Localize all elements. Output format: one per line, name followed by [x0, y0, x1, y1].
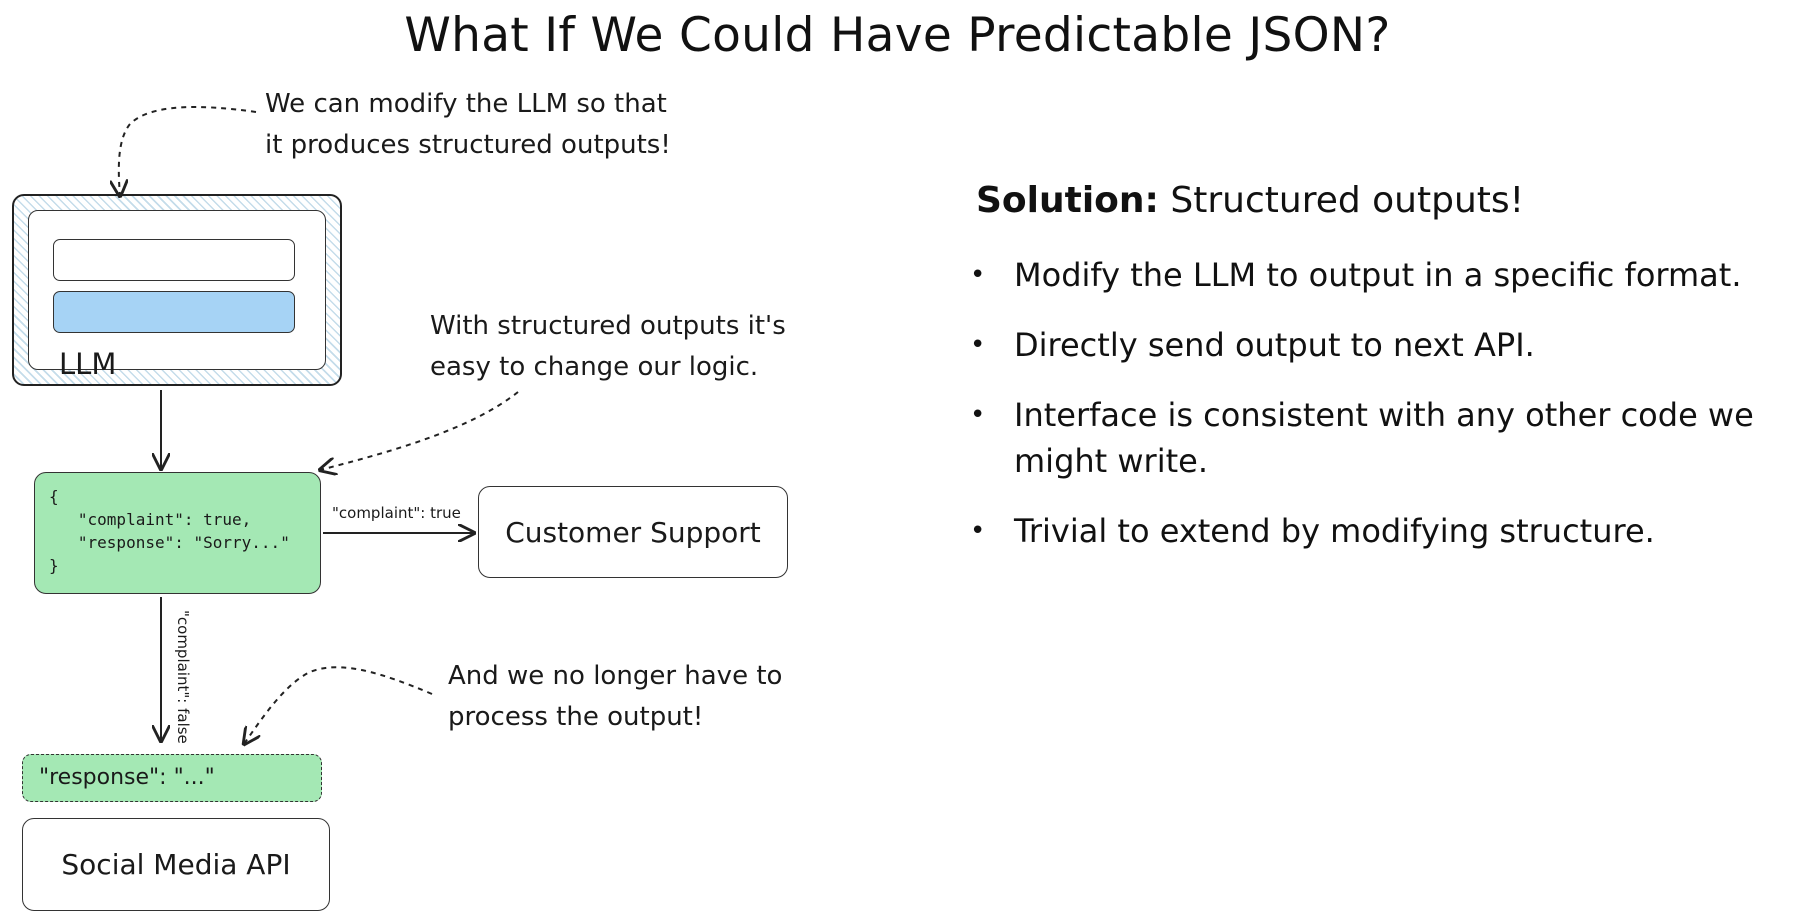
json-output-node: { "complaint": true, "response": "Sorry.… — [34, 472, 321, 594]
annotation-line: With structured outputs it's — [430, 311, 786, 341]
json-line: } — [49, 556, 59, 575]
response-snippet-node: "response": "..." — [22, 754, 322, 802]
annotation-line: We can modify the LLM so that — [265, 89, 667, 119]
bullet-dot: • — [970, 260, 986, 290]
solution-bullet: • Modify the LLM to output in a specific … — [970, 252, 1785, 298]
dashed-arrow-modify-llm — [119, 106, 257, 196]
annotation-line: process the output! — [448, 702, 704, 732]
solution-heading: Solution: Structured outputs! — [976, 180, 1524, 221]
solution-bullet-text: Directly send output to next API. — [1014, 326, 1535, 364]
bullet-dot: • — [970, 330, 986, 360]
annotation-change-logic: With structured outputs it's easy to cha… — [430, 306, 786, 388]
solution-bullet-list: • Modify the LLM to output in a specific … — [970, 252, 1785, 578]
solution-bullet: • Trivial to extend by modifying structur… — [970, 508, 1785, 554]
json-line: "response": "Sorry..." — [49, 533, 290, 552]
annotation-no-processing: And we no longer have to process the out… — [448, 656, 782, 738]
llm-panel: LLM — [28, 210, 326, 381]
annotation-line: And we no longer have to — [448, 661, 783, 691]
llm-input-bar — [53, 239, 295, 281]
solution-bullet-text: Modify the LLM to output in a specific f… — [1014, 256, 1742, 294]
json-line: "complaint": true, — [49, 510, 252, 529]
llm-node: LLM — [12, 194, 342, 386]
solution-bullet-text: Trivial to extend by modifying structure… — [1014, 512, 1655, 550]
json-line: { — [49, 487, 59, 506]
llm-label: LLM — [59, 347, 117, 381]
social-media-api-node: Social Media API — [22, 818, 330, 911]
slide-title: What If We Could Have Predictable JSON? — [404, 8, 1391, 63]
llm-output-bar — [53, 291, 295, 333]
solution-bullet: • Directly send output to next API. — [970, 322, 1785, 368]
edge-label-complaint-true: "complaint": true — [332, 504, 461, 522]
solution-bullet-text: Interface is consistent with any other c… — [1014, 396, 1754, 480]
annotation-modify-llm: We can modify the LLM so that it produce… — [265, 84, 671, 166]
solution-heading-bold: Solution: — [976, 180, 1159, 221]
bullet-dot: • — [970, 400, 986, 430]
dashed-arrow-no-processing — [244, 666, 433, 744]
solution-heading-text: Structured outputs! — [1158, 180, 1525, 221]
dashed-arrow-change-logic — [320, 391, 519, 470]
bullet-dot: • — [970, 516, 986, 546]
customer-support-node: Customer Support — [478, 486, 788, 578]
annotation-line: it produces structured outputs! — [265, 130, 671, 160]
solution-bullet: • Interface is consistent with any other … — [970, 392, 1785, 484]
annotation-line: easy to change our logic. — [430, 352, 759, 382]
